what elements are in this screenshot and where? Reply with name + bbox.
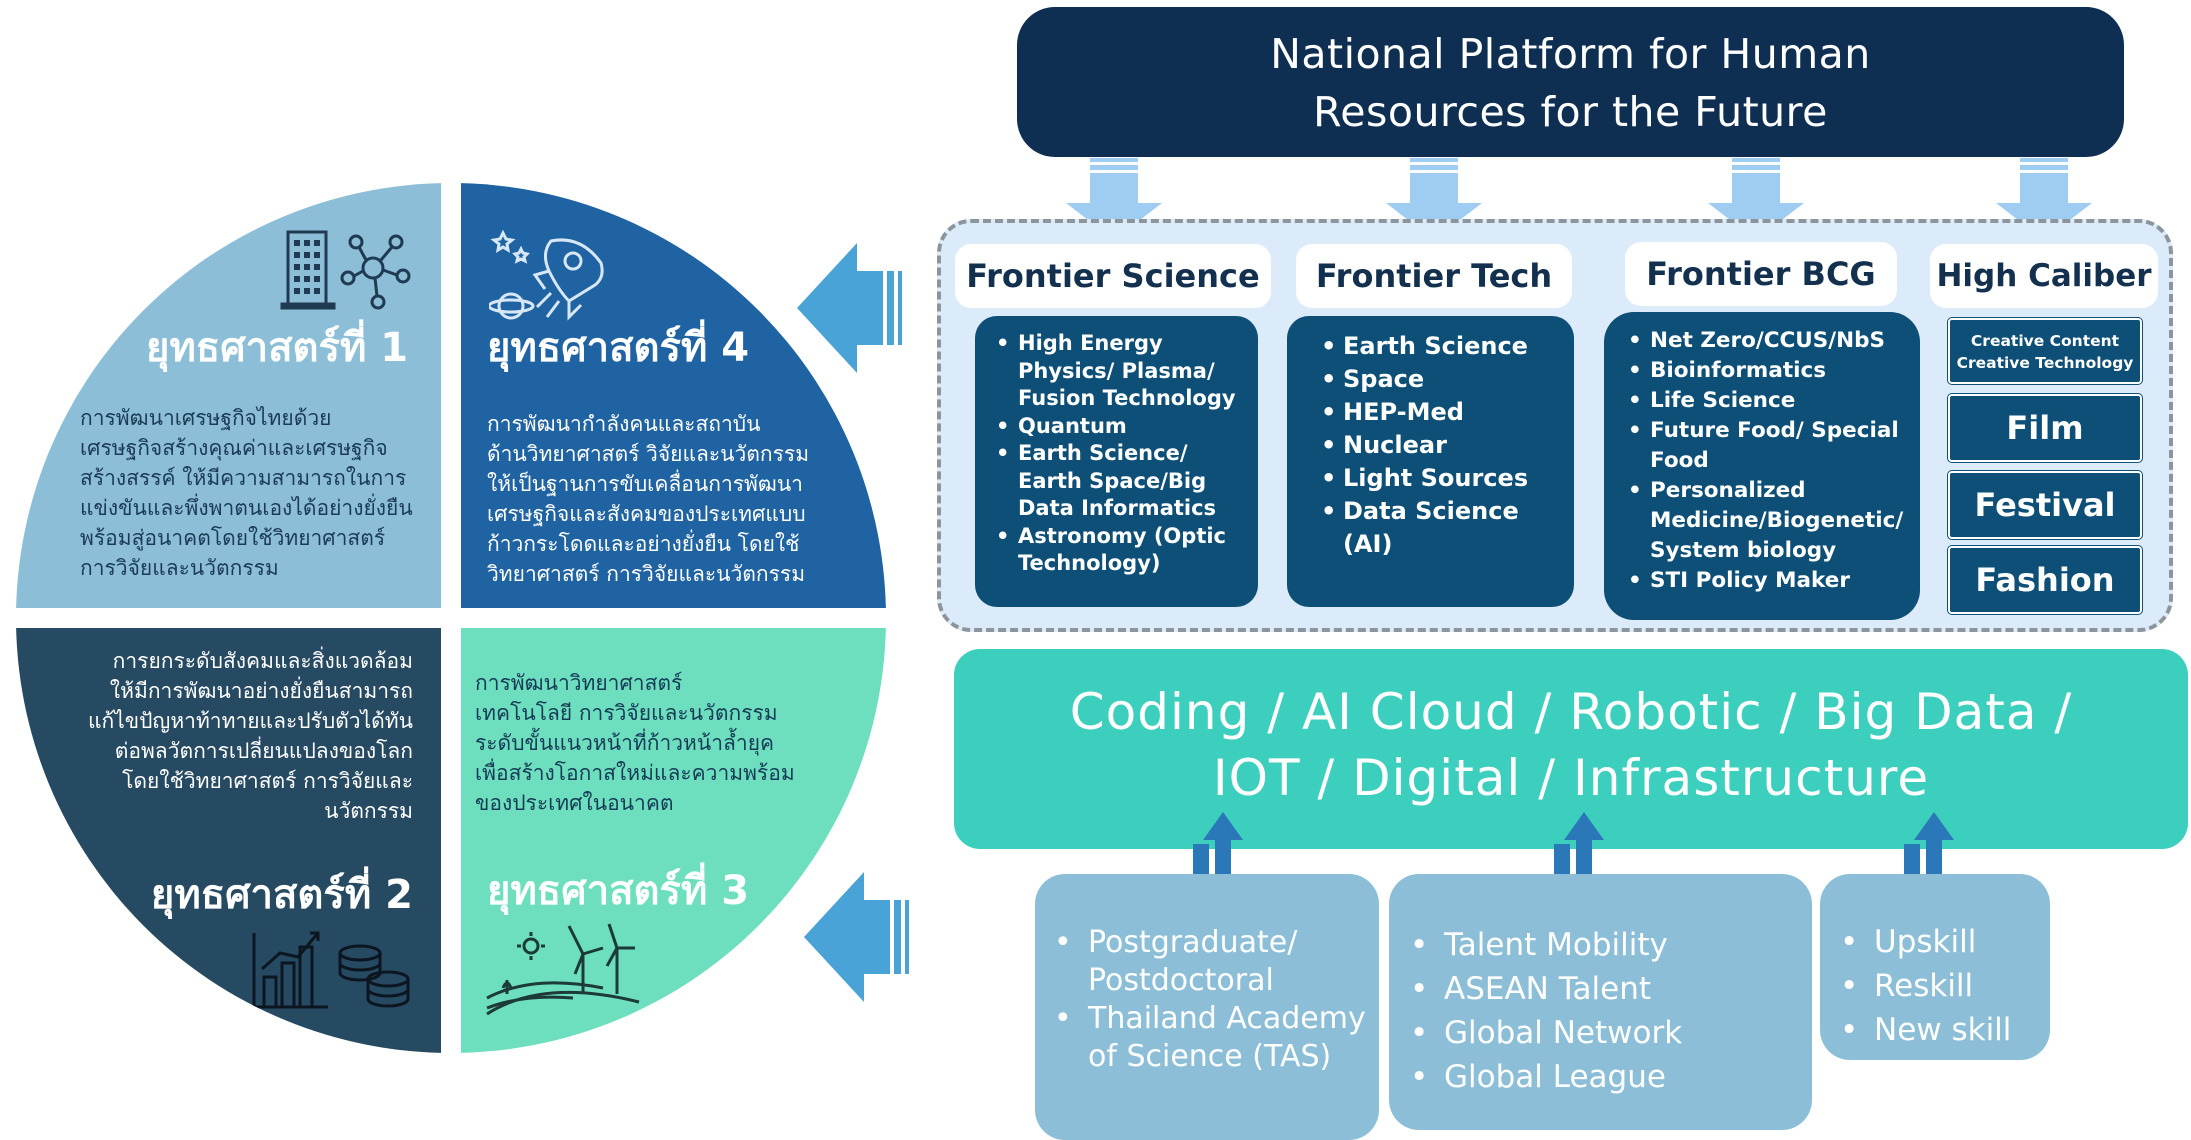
national-platform-banner: National Platform for Human Resources fo… bbox=[1017, 7, 2124, 157]
rocket-icon bbox=[489, 229, 604, 321]
creative-content-label: Creative Content bbox=[1970, 332, 2120, 350]
list-item: Earth Science bbox=[1321, 330, 1564, 363]
festival-box: Festival bbox=[1948, 471, 2142, 539]
strategy-1-quadrant: ยุทธศาสตร์ที่ 1 การพัฒนาเศรษฐกิจไทยด้วย … bbox=[16, 183, 441, 608]
building-network-icon bbox=[280, 230, 411, 310]
list-item: Earth Science/ Earth Space/Big Data Info… bbox=[996, 440, 1248, 523]
list-item: ASEAN Talent bbox=[1410, 967, 1802, 1011]
list-item: High Energy Physics/ Plasma/ Fusion Tech… bbox=[996, 330, 1248, 413]
list-item: Nuclear bbox=[1321, 429, 1564, 462]
arrow-to-strategy-4 bbox=[797, 243, 902, 373]
list-item: Astronomy (Optic Technology) bbox=[996, 523, 1248, 578]
list-item: Global League bbox=[1410, 1055, 1802, 1099]
list-item: Future Food/ Special Food bbox=[1628, 416, 1910, 476]
arrow-to-strategy-3 bbox=[804, 872, 909, 1002]
list-item: Global Network bbox=[1410, 1011, 1802, 1055]
list-item: Personalized Medicine/Biogenetic/ System… bbox=[1628, 476, 1910, 566]
list-item: New skill bbox=[1840, 1008, 2040, 1052]
list-item: Life Science bbox=[1628, 386, 1910, 416]
platform-line-2: IOT / Digital / Infrastructure bbox=[1212, 749, 1930, 807]
strategy-4-quadrant: ยุทธศาสตร์ที่ 4 การพัฒนากำลังคนและสถาบัน… bbox=[461, 183, 886, 608]
strategy-4-title: ยุทธศาสตร์ที่ 4 bbox=[487, 325, 750, 371]
strategy-3-title: ยุทธศาสตร์ที่ 3 bbox=[487, 868, 750, 914]
frontier-science-header: Frontier Science bbox=[955, 244, 1271, 308]
list-item: Postgraduate/ Postdoctoral bbox=[1054, 924, 1369, 1000]
list-item: Bioinformatics bbox=[1628, 356, 1910, 386]
platform-line-1: Coding / AI Cloud / Robotic / Big Data / bbox=[1069, 683, 2073, 741]
frontier-bcg-header: Frontier BCG bbox=[1625, 242, 1897, 306]
frontier-tech-list: Earth Science Space HEP-Med Nuclear Ligh… bbox=[1287, 316, 1574, 607]
frontier-bcg-list: Net Zero/CCUS/NbS Bioinformatics Life Sc… bbox=[1604, 312, 1920, 620]
list-item: Net Zero/CCUS/NbS bbox=[1628, 326, 1910, 356]
strategy-3-quadrant: การพัฒนาวิทยาศาสตร์ เทคโนโลยี การวิจัยแล… bbox=[461, 628, 886, 1053]
platform-technology-bar: Coding / AI Cloud / Robotic / Big Data /… bbox=[954, 649, 2188, 849]
strategy-circle: ยุทธศาสตร์ที่ 1 การพัฒนาเศรษฐกิจไทยด้วย … bbox=[16, 183, 886, 1053]
strategy-2-quadrant: การยกระดับสังคมและสิ่งแวดล้อม ให้มีการพั… bbox=[16, 628, 441, 1053]
creative-technology-label: Creative Technology bbox=[1956, 354, 2134, 372]
bar-chart-coins-icon bbox=[252, 931, 410, 1009]
list-item: Space bbox=[1321, 363, 1564, 396]
strategy-3-text: การพัฒนาวิทยาศาสตร์ เทคโนโลยี การวิจัยแล… bbox=[475, 671, 795, 815]
strategy-1-title: ยุทธศาสตร์ที่ 1 bbox=[146, 325, 409, 371]
frontier-tech-header: Frontier Tech bbox=[1296, 244, 1572, 308]
wind-turbine-icon bbox=[486, 923, 640, 1016]
list-item: Light Sources bbox=[1321, 462, 1564, 495]
postgraduate-box: Postgraduate/ Postdoctoral Thailand Acad… bbox=[1035, 874, 1379, 1140]
list-item: Data Science (AI) bbox=[1321, 495, 1564, 561]
frontier-science-list: High Energy Physics/ Plasma/ Fusion Tech… bbox=[975, 316, 1258, 607]
skill-box: Upskill Reskill New skill bbox=[1820, 874, 2050, 1060]
banner-line-2: Resources for the Future bbox=[1313, 88, 1828, 136]
list-item: Reskill bbox=[1840, 964, 2040, 1008]
list-item: Talent Mobility bbox=[1410, 923, 1802, 967]
talent-box: Talent Mobility ASEAN Talent Global Netw… bbox=[1389, 874, 1812, 1130]
strategy-1-text: การพัฒนาเศรษฐกิจไทยด้วย เศรษฐกิจสร้างคุณ… bbox=[80, 406, 413, 580]
strategy-2-text: การยกระดับสังคมและสิ่งแวดล้อม ให้มีการพั… bbox=[87, 649, 413, 823]
film-box: Film bbox=[1948, 394, 2142, 462]
list-item: Quantum bbox=[996, 413, 1248, 441]
creative-content-box: Creative Content Creative Technology bbox=[1948, 318, 2142, 384]
fashion-box: Fashion bbox=[1948, 546, 2142, 614]
high-caliber-header: High Caliber bbox=[1930, 244, 2158, 308]
list-item: HEP-Med bbox=[1321, 396, 1564, 429]
strategy-4-text: การพัฒนากำลังคนและสถาบัน ด้านวิทยาศาสตร์… bbox=[487, 412, 810, 586]
banner-line-1: National Platform for Human bbox=[1270, 30, 1871, 78]
strategy-2-title: ยุทธศาสตร์ที่ 2 bbox=[150, 872, 413, 918]
list-item: Thailand Academy of Science (TAS) bbox=[1054, 1000, 1369, 1076]
list-item: STI Policy Maker bbox=[1628, 566, 1910, 596]
list-item: Upskill bbox=[1840, 920, 2040, 964]
